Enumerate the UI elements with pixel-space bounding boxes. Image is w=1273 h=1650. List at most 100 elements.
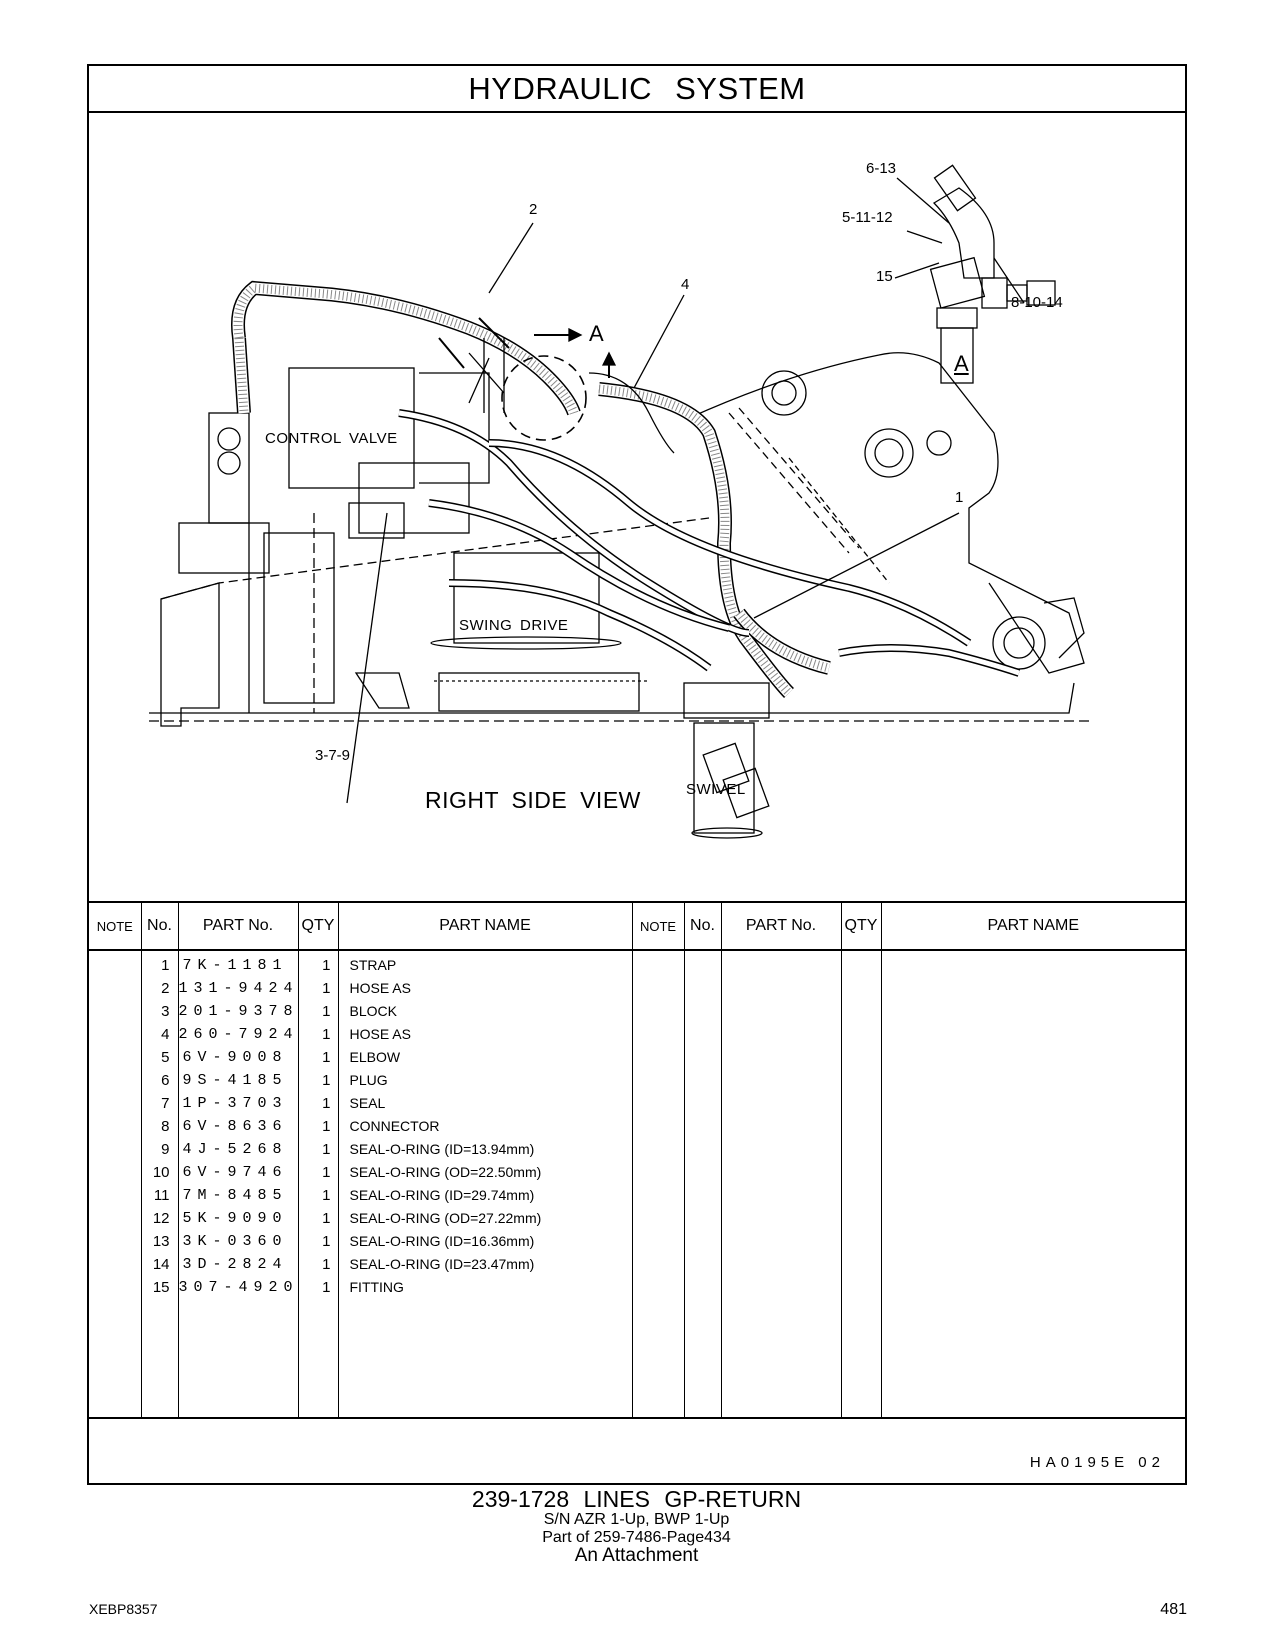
- part-number: 7K-1181: [182, 957, 288, 974]
- part-number: 1P-3703: [182, 1095, 288, 1112]
- part-number: 6V-9746: [182, 1164, 288, 1181]
- part-name-column: STRAP HOSE AS BLOCK HOSE AS ELBOW PLUG S…: [337, 950, 633, 1419]
- detail-a-marker: A: [589, 321, 605, 346]
- detail-a-title: A: [954, 351, 969, 376]
- part-number: 201-9378: [178, 1003, 299, 1020]
- control-valve-label: CONTROL VALVE: [265, 430, 398, 447]
- part-number-index: 4: [161, 1026, 170, 1043]
- diagram-drawing: [149, 164, 1089, 839]
- part-name: HOSE AS: [349, 1026, 411, 1042]
- part-qty: 1: [322, 1279, 331, 1296]
- part-name: HOSE AS: [349, 980, 411, 996]
- part-number: 4J-5268: [182, 1141, 288, 1158]
- hydraulic-diagram: CONTROL VALVE SWING DRIVE SWIVEL RIGHT S…: [89, 113, 1185, 901]
- part-name: STRAP: [349, 957, 397, 973]
- part-number-index: 5: [161, 1049, 170, 1066]
- part-qty: 1: [322, 1210, 331, 1227]
- qty-column: 1 1 1 1 1 1 1 1 1 1 1 1 1 1 1: [297, 950, 339, 1419]
- part-name: SEAL-O-RING (ID=13.94mm): [349, 1141, 535, 1157]
- no-column: 1 2 3 4 5 6 7 8 9 10 11 12 13 14 15: [140, 950, 179, 1419]
- header-part-name-2: PART NAME: [880, 901, 1185, 951]
- parts-table: NOTE No. PART No. QTY PART NAME NOTE No.…: [89, 901, 1185, 1419]
- qty-column-2: [840, 950, 882, 1419]
- part-qty: 1: [322, 1233, 331, 1250]
- part-number-index: 8: [161, 1118, 170, 1135]
- part-number-index: 7: [161, 1095, 170, 1112]
- part-number-index: 14: [152, 1256, 170, 1273]
- part-number: 307-4920: [178, 1279, 299, 1296]
- part-name: SEAL-O-RING (OD=22.50mm): [349, 1164, 542, 1180]
- page-title: HYDRAULIC SYSTEM: [89, 66, 1185, 113]
- part-number-index: 12: [152, 1210, 170, 1227]
- header-part-no: PART No.: [177, 901, 299, 951]
- part-number-index: 10: [152, 1164, 170, 1181]
- part-number-index: 13: [152, 1233, 170, 1250]
- part-qty: 1: [322, 957, 331, 974]
- header-part-no-2: PART No.: [720, 901, 842, 951]
- part-name: SEAL: [349, 1095, 386, 1111]
- part-number-index: 2: [161, 980, 170, 997]
- part-qty: 1: [322, 1003, 331, 1020]
- drawing-code: HA0195E 02: [1029, 1454, 1165, 1471]
- part-number: 9S-4185: [182, 1072, 288, 1089]
- part-number: 3K-0360: [182, 1233, 288, 1250]
- serial-range: S/N AZR 1-Up, BWP 1-Up: [543, 1511, 730, 1528]
- part-qty: 1: [322, 980, 331, 997]
- part-qty: 1: [322, 1187, 331, 1204]
- part-number-index: 3: [161, 1003, 170, 1020]
- part-name: SEAL-O-RING (OD=27.22mm): [349, 1210, 542, 1226]
- right-side-view-label: RIGHT SIDE VIEW: [425, 787, 641, 813]
- callout-8-10-14: 8-10-14: [1011, 294, 1063, 311]
- part-number: 131-9424: [178, 980, 299, 997]
- group-title: 239-1728 LINES GP-RETURN: [471, 1486, 802, 1512]
- header-no: No.: [140, 901, 179, 951]
- swing-drive-label: SWING DRIVE: [459, 617, 569, 634]
- part-number: 5K-9090: [182, 1210, 288, 1227]
- part-name: CONNECTOR: [349, 1118, 440, 1134]
- part-qty: 1: [322, 1049, 331, 1066]
- part-qty: 1: [322, 1026, 331, 1043]
- part-qty: 1: [322, 1164, 331, 1181]
- part-no-column-2: [720, 950, 842, 1419]
- callout-3-7-9: 3-7-9: [315, 747, 351, 764]
- page-number: 481: [1160, 1601, 1187, 1618]
- note-column: [89, 950, 142, 1419]
- table-body-row: 1 2 3 4 5 6 7 8 9 10 11 12 13 14 15: [89, 950, 1185, 1419]
- callout-4: 4: [681, 276, 690, 293]
- document-id: XEBP8357: [89, 1601, 158, 1617]
- part-qty: 1: [322, 1256, 331, 1273]
- part-number: 7M-8485: [182, 1187, 288, 1204]
- part-name: FITTING: [349, 1279, 404, 1295]
- callout-6-13: 6-13: [866, 160, 897, 177]
- part-number-index: 15: [152, 1279, 170, 1296]
- part-name: PLUG: [349, 1072, 388, 1088]
- parts-page-frame: HYDRAULIC SYSTEM: [87, 64, 1187, 1485]
- part-number-index: 11: [153, 1187, 170, 1204]
- part-number-index: 9: [161, 1141, 170, 1158]
- header-no-2: No.: [683, 901, 722, 951]
- part-name: SEAL-O-RING (ID=29.74mm): [349, 1187, 535, 1203]
- part-qty: 1: [322, 1072, 331, 1089]
- part-number: 6V-8636: [182, 1118, 288, 1135]
- part-number: 6V-9008: [182, 1049, 288, 1066]
- part-no-column: 7K-1181 131-9424 201-9378 260-7924 6V-90…: [177, 950, 299, 1419]
- callout-1: 1: [955, 489, 964, 506]
- callout-5-11-12: 5-11-12: [842, 209, 893, 226]
- header-note: NOTE: [89, 901, 142, 951]
- part-name-column-2: [880, 950, 1185, 1419]
- note-column-2: [631, 950, 685, 1419]
- part-name: SEAL-O-RING (ID=23.47mm): [349, 1256, 535, 1272]
- callout-2: 2: [529, 201, 538, 218]
- no-column-2: [683, 950, 722, 1419]
- part-number-index: 1: [161, 957, 170, 974]
- part-qty: 1: [322, 1141, 331, 1158]
- header-note-2: NOTE: [631, 901, 685, 951]
- part-number-index: 6: [161, 1072, 170, 1089]
- attachment-note: An Attachment: [574, 1545, 699, 1566]
- part-name: BLOCK: [349, 1003, 397, 1019]
- callout-15: 15: [876, 268, 893, 285]
- part-number: 260-7924: [178, 1026, 299, 1043]
- part-name: SEAL-O-RING (ID=16.36mm): [349, 1233, 535, 1249]
- part-qty: 1: [322, 1118, 331, 1135]
- part-qty: 1: [322, 1095, 331, 1112]
